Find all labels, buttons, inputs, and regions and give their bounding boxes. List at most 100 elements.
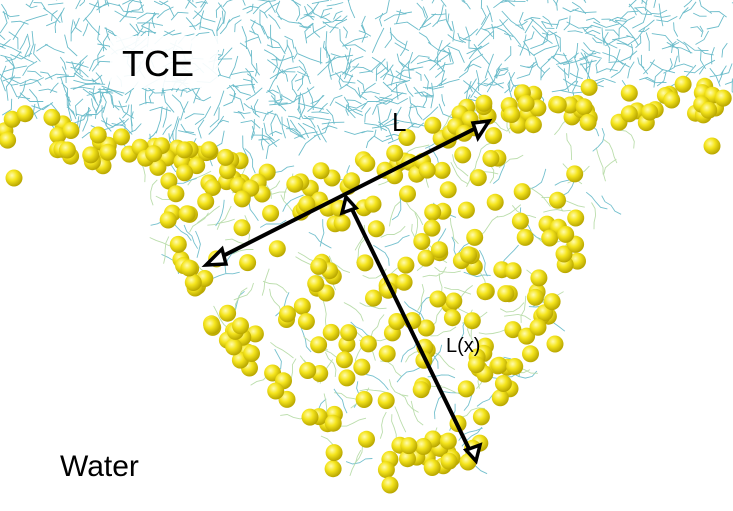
tce-molecule bbox=[628, 0, 637, 8]
tce-molecule bbox=[709, 65, 727, 78]
headgroup-bead bbox=[424, 116, 442, 134]
tce-molecule bbox=[246, 73, 258, 84]
tce-molecule bbox=[28, 88, 40, 109]
tce-molecule bbox=[330, 53, 354, 58]
tce-molecule bbox=[585, 17, 601, 24]
tce-molecule bbox=[193, 87, 201, 104]
headgroup-bead bbox=[543, 293, 561, 311]
tce-molecule bbox=[334, 101, 356, 119]
tce-molecule bbox=[319, 16, 332, 23]
headgroup-bead bbox=[567, 209, 585, 227]
tce-molecule bbox=[371, 122, 400, 129]
surfactant-tail bbox=[319, 219, 325, 247]
tce-molecule bbox=[46, 11, 63, 27]
tce-molecule bbox=[534, 57, 545, 74]
tce-molecule bbox=[215, 47, 233, 69]
tce-label-backdrop bbox=[110, 36, 218, 88]
tce-molecule bbox=[149, 106, 172, 112]
surfactant-tail bbox=[333, 388, 348, 414]
headgroup-bead bbox=[233, 219, 251, 237]
tce-molecule bbox=[562, 7, 579, 13]
tce-molecule bbox=[632, 10, 648, 29]
headgroup-bead bbox=[356, 254, 374, 272]
tce-molecule bbox=[0, 43, 22, 54]
headgroup-bead bbox=[353, 358, 371, 376]
tce-molecule bbox=[285, 128, 301, 134]
surfactant-tail bbox=[322, 300, 327, 328]
tce-molecule bbox=[483, 82, 505, 86]
surfactant-tail bbox=[359, 302, 387, 310]
tce-molecule bbox=[608, 16, 627, 22]
tce-molecule bbox=[395, 70, 412, 79]
tce-molecule bbox=[184, 113, 205, 120]
tce-molecule bbox=[507, 71, 516, 98]
tce-molecule bbox=[27, 70, 42, 78]
tce-molecule bbox=[0, 38, 11, 48]
tce-molecule bbox=[250, 19, 269, 40]
tce-molecule bbox=[413, 86, 434, 97]
headgroup-bead bbox=[184, 274, 202, 291]
tce-molecule bbox=[180, 123, 195, 134]
tce-molecule bbox=[222, 0, 233, 8]
tce-molecule bbox=[487, 70, 504, 89]
headgroup-bead bbox=[298, 195, 316, 213]
headgroup-bead bbox=[43, 108, 61, 126]
headgroup-bead bbox=[400, 437, 418, 455]
tce-molecule bbox=[73, 79, 100, 85]
tce-molecule bbox=[297, 102, 325, 110]
surfactant-tail bbox=[373, 244, 390, 266]
tce-molecule bbox=[411, 122, 425, 128]
depth-label: L(x) bbox=[446, 335, 480, 357]
tce-molecule bbox=[254, 110, 269, 115]
tce-molecule bbox=[158, 0, 175, 18]
tce-molecule bbox=[379, 12, 384, 27]
surfactant-tail bbox=[428, 344, 443, 370]
tce-molecule bbox=[434, 62, 446, 78]
tce-molecule bbox=[374, 0, 390, 20]
headgroup-bead bbox=[663, 91, 681, 109]
headgroup-bead bbox=[504, 321, 522, 339]
surfactant-tail bbox=[195, 230, 201, 258]
tce-molecule bbox=[389, 31, 407, 46]
headgroup-bead bbox=[340, 324, 358, 342]
surfactant-tail bbox=[444, 286, 472, 295]
tce-molecule bbox=[658, 3, 664, 27]
tce-molecule bbox=[194, 10, 216, 23]
headgroup-bead bbox=[457, 201, 475, 219]
tce-molecule bbox=[420, 91, 433, 98]
headgroup-bead bbox=[575, 98, 593, 116]
tce-molecule bbox=[312, 22, 321, 38]
tce-molecule bbox=[320, 7, 333, 19]
tce-molecule bbox=[191, 88, 201, 100]
surfactant-tail bbox=[591, 202, 597, 230]
tce-molecule bbox=[64, 34, 78, 57]
surfactant-tail bbox=[343, 302, 364, 322]
tce-molecule bbox=[541, 31, 558, 36]
tce-molecule bbox=[61, 66, 67, 84]
headgroup-bead bbox=[414, 438, 432, 455]
tce-molecule bbox=[551, 55, 573, 65]
tce-molecule bbox=[302, 122, 321, 141]
tce-molecule bbox=[396, 10, 412, 14]
tce-molecule bbox=[344, 48, 352, 76]
tce-molecule bbox=[266, 111, 282, 125]
tce-molecule bbox=[187, 0, 197, 8]
headgroup-bead bbox=[5, 169, 23, 187]
tce-molecule bbox=[432, 19, 446, 28]
tce-molecule bbox=[709, 11, 727, 18]
tce-molecule bbox=[228, 84, 235, 100]
tce-molecule bbox=[113, 118, 130, 127]
headgroup-bead bbox=[549, 191, 566, 209]
tce-molecule bbox=[382, 61, 389, 81]
tce-molecule bbox=[628, 3, 637, 16]
headgroup-bead bbox=[580, 78, 598, 96]
tce-molecule bbox=[266, 89, 280, 94]
tce-molecule bbox=[721, 42, 728, 58]
tce-molecule bbox=[118, 100, 135, 119]
tce-molecule bbox=[84, 17, 101, 36]
tce-molecule bbox=[61, 82, 69, 98]
surfactant-tail bbox=[259, 219, 287, 228]
headgroup-bead bbox=[367, 220, 385, 238]
tce-molecule bbox=[465, 63, 482, 70]
tce-molecule bbox=[246, 3, 254, 14]
